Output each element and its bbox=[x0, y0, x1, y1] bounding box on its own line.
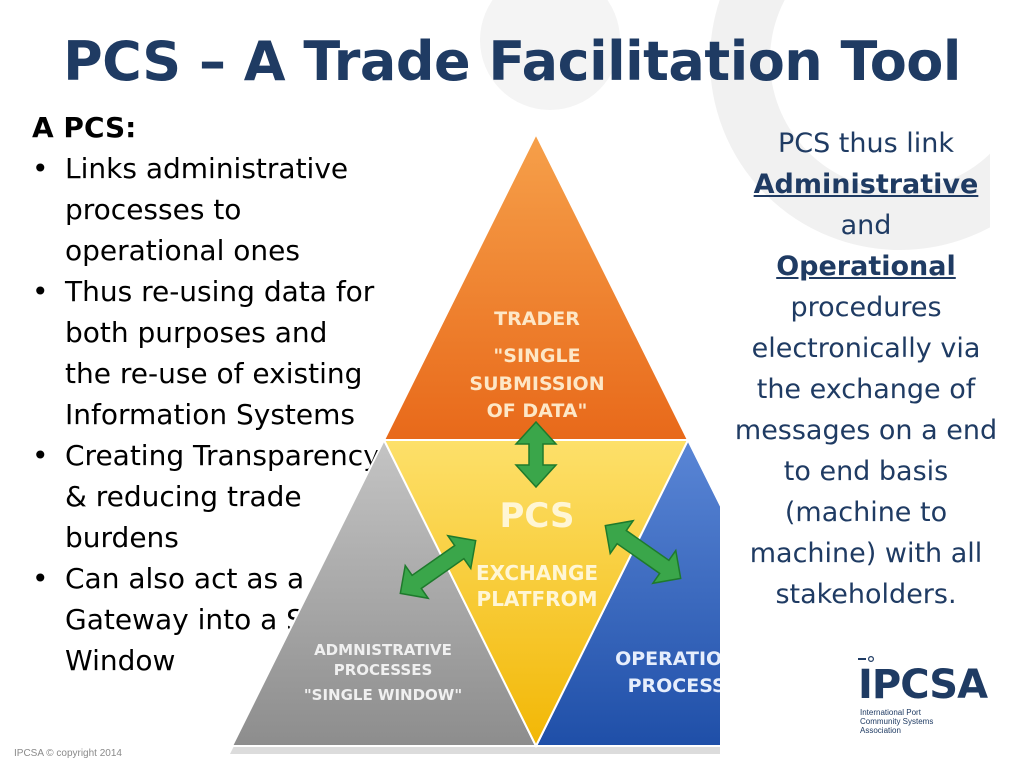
trader-label-line: SUBMISSION bbox=[469, 373, 604, 395]
list-heading: A PCS: bbox=[32, 111, 137, 144]
double-arrow-vertical-icon bbox=[514, 420, 558, 489]
logo-subtitle: International Port Community Systems Ass… bbox=[860, 708, 970, 735]
ipcsa-logo: IPCSA bbox=[858, 662, 988, 708]
admin-label: ADMNISTRATIVE bbox=[314, 641, 452, 659]
pcs-triangle-diagram: TRADER "SINGLE SUBMISSION OF DATA" PCS E… bbox=[230, 131, 720, 754]
trader-label-line: OF DATA" bbox=[487, 400, 588, 422]
left-bullet-list: A PCS: Links administrative processes to… bbox=[32, 107, 382, 681]
trader-label: TRADER bbox=[494, 308, 580, 330]
bullet-item: Links administrative processes to operat… bbox=[32, 148, 382, 271]
pcs-label: PCS bbox=[500, 496, 575, 536]
operational-label-line: PROCESSES bbox=[628, 675, 720, 697]
description-line: PCS thus link bbox=[777, 128, 955, 159]
bullet-item: Thus re-using data for both purposes and… bbox=[32, 271, 382, 435]
double-arrow-left-icon bbox=[399, 534, 477, 600]
exchange-label-line: PLATFROM bbox=[477, 587, 598, 611]
logo-mark-icon bbox=[858, 656, 874, 662]
admin-label-line: "SINGLE WINDOW" bbox=[304, 686, 462, 704]
trader-label-line: "SINGLE bbox=[493, 345, 580, 367]
keyword-operational: Operational bbox=[776, 251, 956, 282]
copyright-footer: IPCSA © copyright 2014 bbox=[14, 748, 122, 759]
logo-subtitle-line: International Port bbox=[860, 708, 921, 717]
description-line-2: Administrative and bbox=[728, 164, 1004, 246]
and-word: and bbox=[840, 210, 892, 241]
slide-title: PCS – A Trade Facilitation Tool bbox=[63, 30, 961, 93]
bullet-item: Creating Transparency & reducing trade b… bbox=[32, 435, 382, 558]
description-rest: procedures electronically via the exchan… bbox=[734, 292, 998, 610]
exchange-label: EXCHANGE bbox=[476, 561, 598, 585]
right-description: PCS thus link Administrative and Operati… bbox=[728, 123, 1004, 615]
keyword-administrative: Administrative bbox=[753, 169, 979, 200]
double-arrow-right-icon bbox=[604, 519, 682, 585]
operational-label: OPERATIONAL bbox=[615, 648, 720, 670]
logo-subtitle-line: Community Systems bbox=[860, 717, 934, 726]
admin-label-line: PROCESSES bbox=[334, 661, 433, 679]
logo-subtitle-line: Association bbox=[860, 726, 901, 735]
